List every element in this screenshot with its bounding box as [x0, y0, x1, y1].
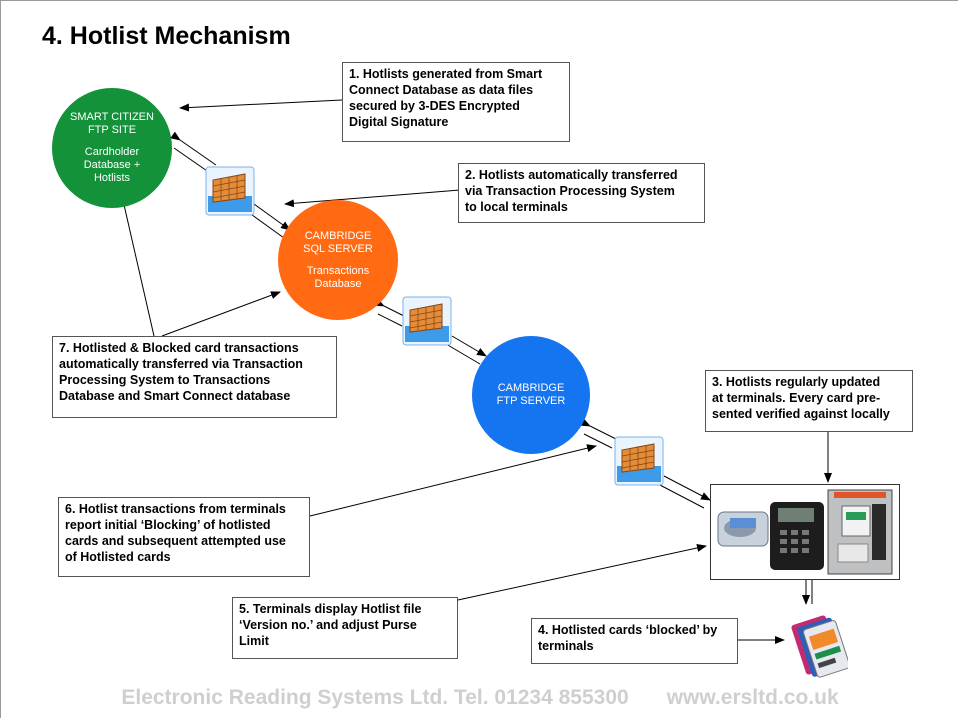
- arrow-note1-to-ftp-site: [179, 99, 343, 112]
- firewall-icon: [614, 436, 664, 486]
- arrow-note7-to-sql-server: [161, 291, 281, 337]
- link-firewall3-terminals-a: [663, 475, 711, 501]
- link-ftp-site-firewall1-b: [173, 147, 211, 174]
- node-label: CAMBRIDGE: [304, 229, 372, 242]
- note-hotlist-generation: 1. Hotlists generated from Smart Connect…: [342, 62, 570, 142]
- node-label: SMART CITIZEN: [70, 111, 154, 123]
- note-hotlist-transactions: 6. Hotlist transactions from terminals r…: [58, 497, 310, 577]
- link-firewall2-ftp-server-a: [451, 335, 487, 357]
- note-line: Digital Signature: [349, 115, 449, 129]
- slide-title: 4. Hotlist Mechanism: [42, 22, 291, 50]
- arrow-note7-to-ftp-site: [120, 195, 155, 337]
- firewall-icon: [205, 166, 255, 216]
- link-sql-server-firewall2-b: [377, 313, 403, 327]
- note-line: Limit: [239, 634, 269, 648]
- footer-company: Electronic Reading Systems Ltd. Tel. 012…: [121, 686, 629, 709]
- note-line: report initial ‘Blocking’ of hotlisted: [65, 518, 271, 532]
- node-label: FTP SITE: [87, 124, 137, 136]
- note-line: at terminals. Every card pre-: [712, 391, 881, 405]
- note-cards-blocked: 4. Hotlisted cards ‘blocked’ by terminal…: [531, 618, 738, 664]
- node-label: Database: [314, 277, 362, 290]
- cambridge-sql-server-node: CAMBRIDGE SQL SERVER Transactions Databa…: [278, 200, 398, 320]
- note-line: automatically transferred via Transactio…: [59, 357, 303, 371]
- footer: Electronic Reading Systems Ltd. Tel. 012…: [0, 686, 960, 710]
- link-ftp-server-firewall3-b: [583, 433, 613, 449]
- card-terminals-image: [710, 484, 900, 580]
- link-firewall1-sql-server-b: [247, 211, 285, 239]
- note-line: 2. Hotlists automatically transferred: [465, 168, 678, 182]
- smart-citizen-ftp-site-node: SMART CITIZEN FTP SITE Cardholder Databa…: [52, 88, 172, 208]
- note-hotlist-transfer: 2. Hotlists automatically transferred vi…: [458, 163, 705, 223]
- note-line: Processing System to Transactions: [59, 373, 271, 387]
- note-line: 7. Hotlisted & Blocked card transactions: [59, 341, 299, 355]
- note-line: 1. Hotlists generated from Smart: [349, 67, 543, 81]
- note-terminal-display: 5. Terminals display Hotlist file ‘Versi…: [232, 597, 458, 659]
- node-label: CAMBRIDGE: [497, 382, 565, 394]
- note-line: Database and Smart Connect database: [59, 389, 291, 403]
- node-label: Hotlists: [93, 172, 131, 184]
- arrow-note5-to-terminals: [457, 544, 707, 601]
- link-firewall2-ftp-server-b: [445, 343, 481, 365]
- smart-cards-image: [791, 615, 848, 678]
- note-line: secured by 3-DES Encrypted: [349, 99, 520, 113]
- note-line: sented verified against locally: [712, 407, 890, 421]
- link-firewall1-sql-server-a: [253, 203, 291, 231]
- note-line: 6. Hotlist transactions from terminals: [65, 502, 286, 516]
- link-ftp-site-firewall1-a: [170, 131, 217, 166]
- footer-website: www.ersltd.co.uk: [666, 686, 839, 709]
- node-label: Transactions: [306, 264, 370, 277]
- node-label: FTP SERVER: [496, 395, 566, 407]
- firewall-icon: [402, 296, 452, 346]
- note-line: via Transaction Processing System: [465, 184, 675, 198]
- node-label: SQL SERVER: [303, 242, 373, 255]
- note-line: 4. Hotlisted cards ‘blocked’ by: [538, 623, 718, 637]
- note-line: cards and subsequent attempted use: [65, 534, 286, 548]
- cambridge-ftp-server-node: CAMBRIDGE FTP SERVER: [472, 336, 590, 454]
- note-blocked-transactions: 7. Hotlisted & Blocked card transactions…: [52, 336, 337, 418]
- link-firewall3-terminals-b: [657, 483, 705, 509]
- note-line: terminals: [538, 639, 594, 653]
- note-line: to local terminals: [465, 200, 568, 214]
- arrow-note2-to-sql-server: [284, 189, 461, 208]
- note-line: 3. Hotlists regularly updated: [712, 375, 881, 389]
- link-ftp-server-firewall3-a: [580, 418, 619, 441]
- note-line: of Hotlisted cards: [65, 550, 171, 564]
- arrow-note6-to-firewall3: [309, 444, 597, 517]
- note-terminal-updates: 3. Hotlists regularly updated at termina…: [705, 370, 913, 432]
- note-line: ‘Version no.’ and adjust Purse: [239, 618, 417, 632]
- node-label: Cardholder: [84, 146, 140, 158]
- note-line: Connect Database as data files: [349, 83, 534, 97]
- node-label: Database +: [83, 159, 141, 171]
- note-line: 5. Terminals display Hotlist file: [239, 602, 422, 616]
